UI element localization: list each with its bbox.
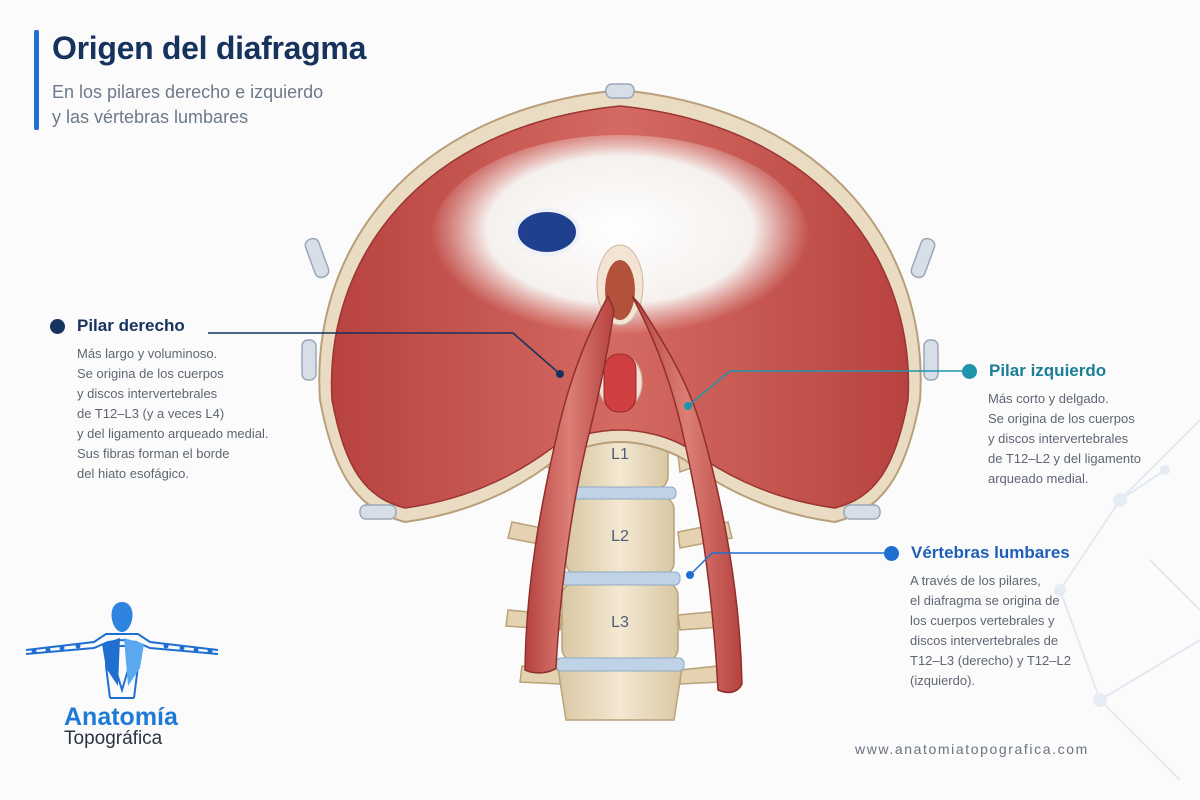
callout-line: y discos intervertebrales: [77, 386, 218, 401]
callout-line: discos intervertebrales de: [910, 633, 1059, 648]
callout-label: Pilar derecho: [77, 316, 185, 335]
logo-text-secondary: Topográfica: [64, 728, 163, 749]
title-accent-bar: [34, 30, 39, 130]
vertebra-label-l3: L3: [611, 614, 629, 631]
callout-line: el diafragma se origina de: [910, 593, 1060, 608]
callout-line: Se origina de los cuerpos: [988, 411, 1135, 426]
vertebra-label-l2: L2: [611, 528, 629, 545]
page-title: Origen del diafragma: [52, 30, 367, 66]
callout-right-crus: Pilar derecho Más largo y voluminoso. Se…: [50, 316, 320, 484]
callout-line: T12–L3 (derecho) y T12–L2: [910, 653, 1071, 668]
callout-line: Más corto y delgado.: [988, 391, 1109, 406]
callout-label: Pilar izquierdo: [989, 361, 1107, 380]
callout-line: (izquierdo).: [910, 673, 976, 688]
callout-line: arqueado medial.: [988, 471, 1089, 486]
callout-lumbar-vertebrae: Vértebras lumbares A través de los pilar…: [884, 543, 1124, 691]
callout-line: y del ligamento arqueado medial.: [77, 426, 269, 441]
vertebra-label-l1: L1: [611, 446, 629, 463]
page-subtitle: En los pilares derecho e izquierdo y las…: [52, 80, 412, 130]
callout-line: Sus fibras forman el borde: [77, 446, 230, 461]
callout-line: de T12–L3 (y a veces L4): [77, 406, 225, 421]
website-url: www.anatomiatopografica.com: [855, 741, 1089, 757]
callout-line: de T12–L2 y del ligamento: [988, 451, 1141, 466]
diaphragm-dome: [301, 83, 939, 524]
vena-cava-foramen: [514, 208, 580, 256]
callout-line: y discos intervertebrales: [988, 431, 1129, 446]
callout-line: A través de los pilares,: [910, 573, 1041, 588]
callout-description: Más largo y voluminoso. Se origina de lo…: [77, 344, 320, 484]
aortic-hiatus: [603, 353, 637, 413]
callout-line: Más largo y voluminoso.: [77, 346, 218, 361]
subtitle-line: En los pilares derecho e izquierdo: [52, 82, 324, 102]
subtitle-line: y las vértebras lumbares: [52, 107, 249, 127]
callout-line: Se origina de los cuerpos: [77, 366, 224, 381]
diaphragm-illustration: L1 L2 L3: [301, 83, 939, 721]
callout-line: los cuerpos vertebrales y: [910, 613, 1055, 628]
central-tendon: [430, 135, 810, 345]
bullet-dot-icon: [884, 545, 899, 561]
callout-description: A través de los pilares, el diafragma se…: [910, 571, 1124, 691]
logo-text-primary: Anatomía: [64, 703, 178, 731]
right-crus: [524, 294, 615, 674]
callout-label: Vértebras lumbares: [911, 543, 1070, 562]
bullet-dot-icon: [962, 363, 977, 379]
callout-left-crus: Pilar izquierdo Más corto y delgado. Se …: [962, 361, 1182, 489]
logo-figure-icon: [25, 602, 219, 699]
bullet-dot-icon: [50, 318, 65, 334]
callout-description: Más corto y delgado. Se origina de los c…: [988, 389, 1182, 489]
callout-line: del hiato esofágico.: [77, 466, 190, 481]
left-crus: [631, 295, 743, 694]
